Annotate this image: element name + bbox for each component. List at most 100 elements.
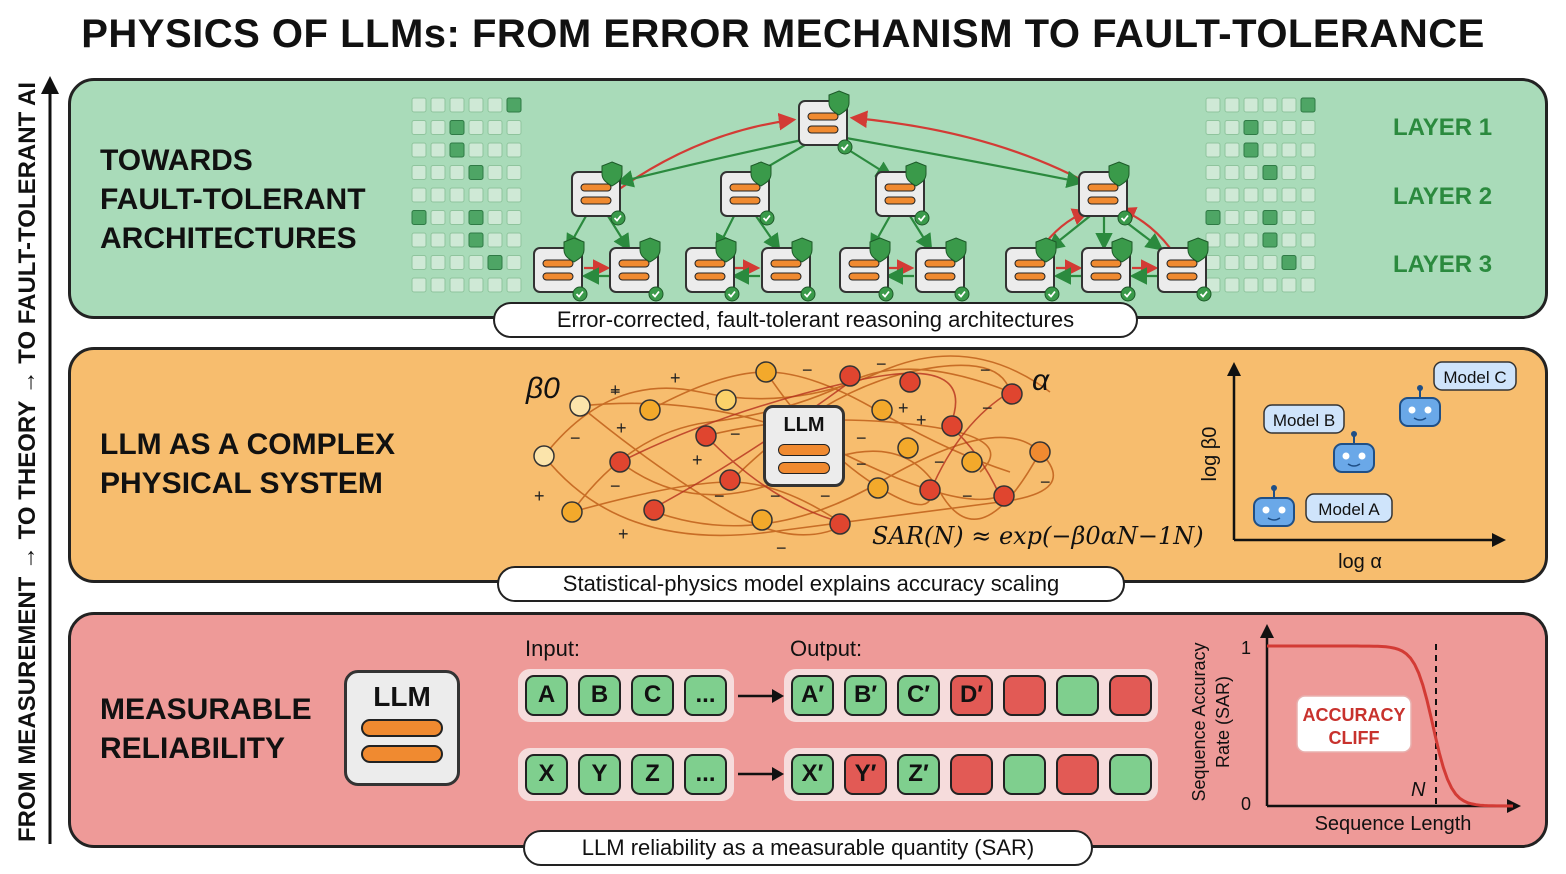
grid-cell bbox=[430, 255, 446, 270]
grid-cell bbox=[506, 277, 522, 293]
input-token: ... bbox=[684, 675, 727, 716]
grid-cell bbox=[411, 255, 427, 270]
grid-cell bbox=[487, 255, 503, 270]
svg-text:+: + bbox=[692, 450, 703, 470]
grid-cell bbox=[487, 232, 503, 248]
llm-label-middle: LLM bbox=[783, 414, 825, 436]
grid-cell bbox=[1281, 277, 1297, 293]
input-token: A bbox=[525, 675, 568, 716]
grid-cell bbox=[411, 165, 427, 180]
grid-cell bbox=[468, 255, 484, 270]
node-layer3-4 bbox=[761, 237, 816, 302]
sar-formula: SAR(N) ≈ exp(−β0αN−1N) bbox=[872, 522, 1204, 550]
node-layer3-9 bbox=[1157, 237, 1212, 302]
llm-box-middle: LLM bbox=[763, 405, 845, 487]
grid-cell bbox=[468, 277, 484, 293]
grid-cell bbox=[1224, 97, 1240, 113]
svg-text:−: − bbox=[982, 398, 993, 418]
grid-cell bbox=[449, 120, 465, 135]
sar-curve bbox=[1267, 644, 1513, 808]
grid-cell bbox=[1224, 142, 1240, 158]
output-token-error: D′ bbox=[950, 675, 993, 716]
input-token: Z bbox=[631, 754, 674, 795]
svg-text:+: + bbox=[610, 380, 621, 400]
input-token: C bbox=[631, 675, 674, 716]
input-token: ... bbox=[684, 754, 727, 795]
grid-cell bbox=[1262, 97, 1278, 113]
grid-cell bbox=[487, 187, 503, 203]
svg-text:+: + bbox=[618, 524, 629, 544]
model-a-label: Model A bbox=[1318, 500, 1380, 519]
model-c-label: Model C bbox=[1443, 368, 1506, 387]
caption-top: Error-corrected, fault-tolerant reasonin… bbox=[493, 302, 1138, 338]
grid-cell bbox=[430, 210, 446, 225]
grid-cell bbox=[1281, 255, 1297, 270]
grid-cell bbox=[1205, 142, 1221, 158]
grid-cell bbox=[506, 232, 522, 248]
grid-cell bbox=[468, 210, 484, 225]
output-token bbox=[1003, 754, 1046, 795]
grid-cell bbox=[1205, 210, 1221, 225]
grid-cell bbox=[1205, 120, 1221, 135]
beta-symbol: β0 bbox=[525, 372, 560, 405]
hierarchy-diagram bbox=[411, 90, 1316, 302]
input-token: B bbox=[578, 675, 621, 716]
cliff-label-1: ACCURACY bbox=[1303, 705, 1406, 725]
svg-text:−: − bbox=[962, 486, 973, 506]
robot-a-icon bbox=[1253, 485, 1295, 527]
grid-cell bbox=[449, 142, 465, 158]
grid-cell bbox=[1243, 120, 1259, 135]
grid-cell bbox=[1262, 120, 1278, 135]
grid-cell bbox=[1262, 255, 1278, 270]
grid-cell bbox=[430, 97, 446, 113]
grid-cell bbox=[487, 97, 503, 113]
panel-title-bottom: MEASURABLE RELIABILITY bbox=[100, 693, 312, 765]
node-layer3-3 bbox=[685, 237, 740, 302]
svg-text:−: − bbox=[802, 360, 813, 380]
grid-cell bbox=[1224, 120, 1240, 135]
grid-cell bbox=[468, 187, 484, 203]
svg-text:−: − bbox=[730, 424, 741, 444]
grid-cell bbox=[1224, 255, 1240, 270]
node-layer2-a bbox=[571, 161, 626, 226]
svg-text:−: − bbox=[876, 354, 887, 374]
grid-cell bbox=[1300, 120, 1316, 135]
grid-cell bbox=[430, 277, 446, 293]
grid-cell bbox=[1205, 165, 1221, 180]
grid-cell bbox=[1300, 210, 1316, 225]
model-b-label: Model B bbox=[1273, 411, 1335, 430]
grid-cell bbox=[1243, 97, 1259, 113]
input-label: Input: bbox=[525, 636, 581, 661]
grid-cell bbox=[411, 277, 427, 293]
svg-text:−: − bbox=[570, 428, 581, 448]
grid-cell bbox=[430, 120, 446, 135]
grid-cell bbox=[468, 120, 484, 135]
grid-cell bbox=[449, 277, 465, 293]
page-title: PHYSICS OF LLMs: FROM ERROR MECHANISM TO… bbox=[81, 12, 1485, 56]
grid-cell bbox=[506, 187, 522, 203]
node-layer3-2 bbox=[609, 237, 664, 302]
input-token: X bbox=[525, 754, 568, 795]
grid-cell bbox=[1300, 187, 1316, 203]
caption-middle: Statistical-physics model explains accur… bbox=[497, 566, 1125, 602]
panel-title-top: TOWARDS FAULT-TOLERANT ARCHITECTURES bbox=[100, 144, 366, 255]
svg-text:+: + bbox=[898, 398, 909, 418]
output-token: Z′ bbox=[897, 754, 940, 795]
grid-cell bbox=[1262, 277, 1278, 293]
grid-cell bbox=[430, 165, 446, 180]
panel-title-middle: LLM AS A COMPLEX PHYSICAL SYSTEM bbox=[100, 428, 395, 500]
grid-cell bbox=[1224, 232, 1240, 248]
output-token-error: Y′ bbox=[844, 754, 887, 795]
grid-cell bbox=[1224, 277, 1240, 293]
grid-cell bbox=[1300, 232, 1316, 248]
side-label: FROM MEASUREMENT → TO THEORY → TO FAULT-… bbox=[14, 81, 41, 842]
grid-cell bbox=[1300, 165, 1316, 180]
output-token: X′ bbox=[791, 754, 834, 795]
sar-y-min: 0 bbox=[1241, 794, 1251, 814]
grid-cell bbox=[430, 187, 446, 203]
beta-label: β0 bbox=[525, 372, 560, 405]
svg-text:−: − bbox=[714, 486, 725, 506]
grid-cell bbox=[1243, 232, 1259, 248]
svg-text:+: + bbox=[670, 368, 681, 388]
